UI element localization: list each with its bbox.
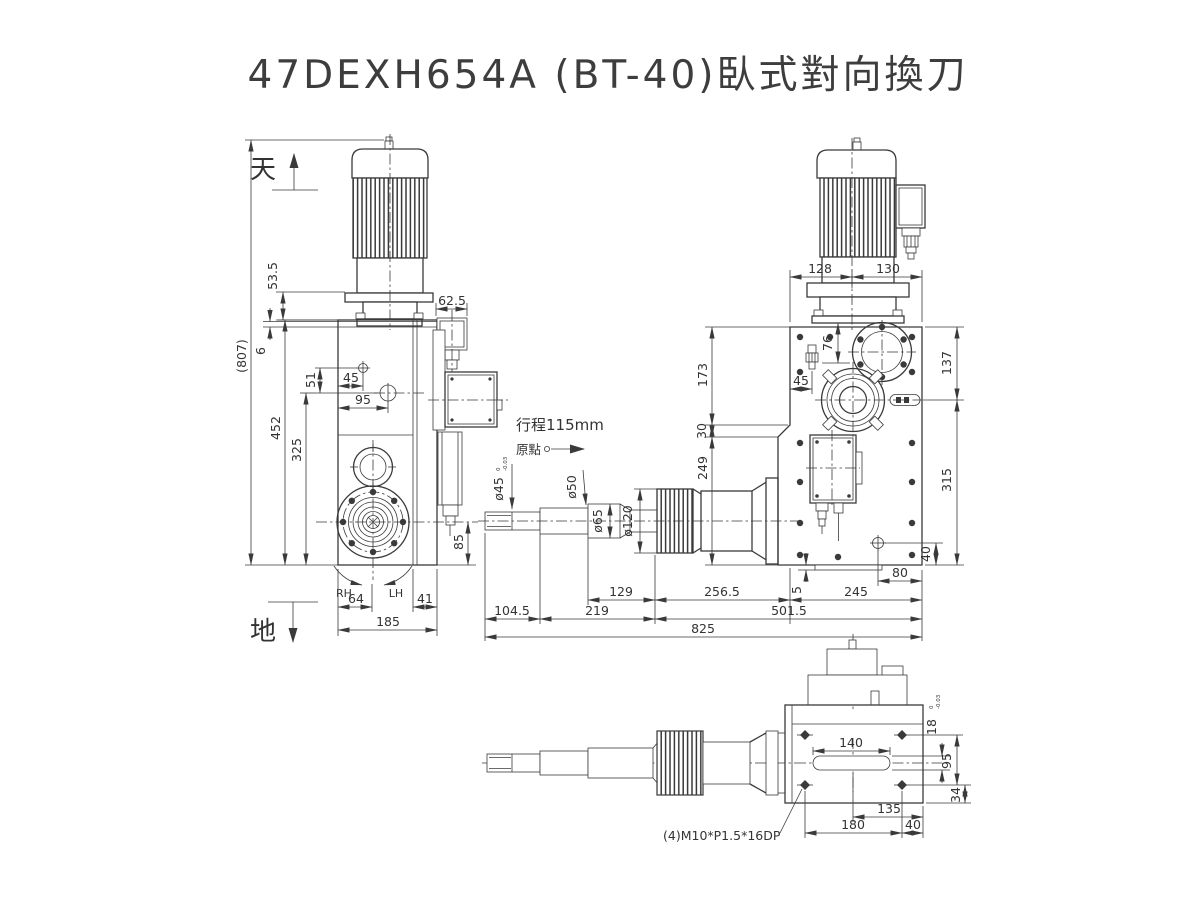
dim-flange-v: 76 <box>820 335 835 351</box>
dim-slot-tol-lower: -0.03 <box>936 694 942 709</box>
stroke-note: 行程115mm 原點 <box>516 416 604 457</box>
dim-chain-104: 104.5 <box>494 603 530 618</box>
tap-note: (4)M10*P1.5*16DP <box>663 828 781 843</box>
dim-shaft-d2: ø50 <box>564 475 579 499</box>
origin-point-icon <box>544 445 551 452</box>
rh-label: RH <box>336 587 352 600</box>
sky-symbol: 天 <box>250 153 318 191</box>
spindle-shaft-plan <box>486 730 785 796</box>
dim-shaft-d1-tol-upper: 0 <box>496 467 502 471</box>
side-view-dimensions: (807) 53.5 6 51 45 95 452 325 85 62.5 RH… <box>234 139 476 636</box>
dim-slot-width: 18 <box>924 719 939 735</box>
tap-holes <box>797 730 910 790</box>
dim-right-main: 315 <box>939 468 954 492</box>
dim-right: 41 <box>417 591 433 606</box>
dim-shaft-d1: ø45 <box>491 477 506 501</box>
dim-chain-256: 256.5 <box>704 584 740 599</box>
dim-body-height: 452 <box>268 416 283 440</box>
stroke-label: 行程115mm <box>516 416 604 434</box>
dim-chain-245: 245 <box>844 584 868 599</box>
dim-holes-v: 51 <box>303 372 318 388</box>
top-view-dimensions: 140 18 0 -0.03 95 34 135 180 40 (4)M10*P… <box>663 694 971 843</box>
drawing-title: 47DEXH654A (BT-40)臥式對向換刀 <box>248 53 969 98</box>
dim-hole-up: 40 <box>918 546 933 562</box>
lh-arrow-icon <box>383 565 413 586</box>
dim-slot-tol-upper: 0 <box>929 705 935 709</box>
keyway-slot <box>812 755 891 771</box>
front-view-dimensions: 128 130 76 45 173 30 249 137 315 40 5 80 <box>694 261 964 594</box>
sky-label: 天 <box>250 155 276 185</box>
lh-label: LH <box>389 587 403 600</box>
dim-upper: 173 <box>695 363 710 387</box>
ground-symbol: 地 <box>250 601 318 647</box>
front-view-plate <box>777 321 923 571</box>
dim-left: 64 <box>348 591 364 606</box>
dim-chain-501: 501.5 <box>771 603 807 618</box>
dim-shaft-d1-tol-lower: -0.03 <box>503 456 509 471</box>
side-view-body <box>336 319 438 566</box>
top-view <box>486 639 924 804</box>
dim-hole-edge: 80 <box>892 565 908 580</box>
dim-chain-825: 825 <box>691 621 715 636</box>
dim-slot-length: 140 <box>839 735 863 750</box>
shaft-callouts: ø45 0 -0.03 ø50 ø65 ø120 <box>491 456 657 554</box>
dim-chain-129: 129 <box>609 584 633 599</box>
dim-hole-x1: 45 <box>343 370 359 385</box>
dim-lip: 5 <box>789 586 804 594</box>
dim-shaft-d3: ø65 <box>590 509 605 533</box>
dim-plate: 6 <box>253 347 268 355</box>
ground-label: 地 <box>250 617 276 647</box>
dim-lower: 249 <box>695 456 710 480</box>
side-view-attachment <box>432 317 503 536</box>
dim-shaft-height: 85 <box>451 534 466 550</box>
dim-row-edge: 34 <box>948 787 963 803</box>
length-dimension-chain: 129 256.5 245 104.5 219 501.5 825 <box>484 533 923 641</box>
dim-rows: 95 <box>939 753 954 769</box>
dim-width: 185 <box>376 614 400 629</box>
dim-shaft-d4: ø120 <box>620 505 635 537</box>
plate-bolts <box>796 333 916 561</box>
grease-plug <box>805 344 819 370</box>
dim-unit-width: 62.5 <box>438 293 466 308</box>
side-view-motor <box>344 136 434 327</box>
dim-center-height: 325 <box>289 438 304 462</box>
dim-chain-219: 219 <box>585 603 609 618</box>
dim-overall-height: (807) <box>234 339 249 373</box>
rh-arrow-icon <box>333 565 363 586</box>
junction-box <box>895 184 926 260</box>
front-view-motor <box>806 137 926 324</box>
dim-bolt-span: 180 <box>841 817 865 832</box>
dim-edge: 40 <box>905 817 921 832</box>
dim-plug: 45 <box>793 373 809 388</box>
gearbox <box>809 434 863 541</box>
dim-hole-x2: 95 <box>355 392 371 407</box>
dim-motor-left: 128 <box>808 261 832 276</box>
dim-step: 30 <box>694 423 709 439</box>
origin-label: 原點 <box>516 442 541 457</box>
dim-motor-flange: 53.5 <box>265 262 280 290</box>
tap-leader-line <box>779 788 803 834</box>
dim-right-top: 137 <box>939 351 954 375</box>
dim-motor-right: 130 <box>876 261 900 276</box>
dim-center-edge: 135 <box>877 801 901 816</box>
